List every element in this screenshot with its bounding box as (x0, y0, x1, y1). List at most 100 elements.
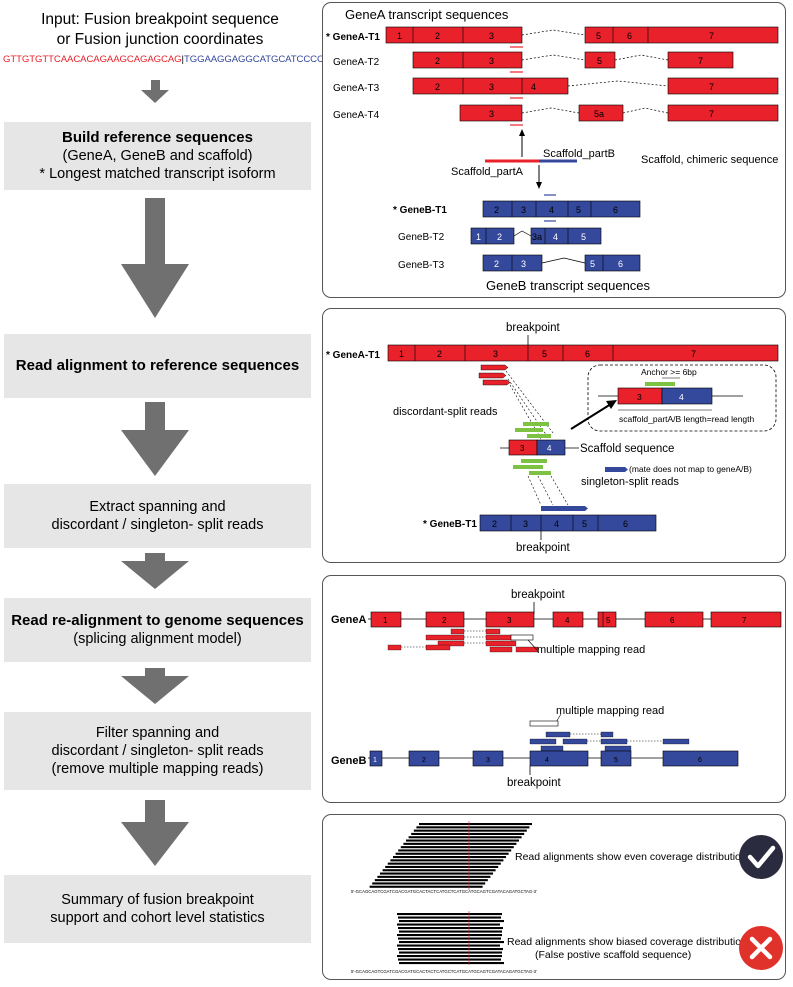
discordant-label: discordant-split reads (393, 406, 498, 418)
step-title: Read re-alignment to genome sequences (11, 612, 304, 629)
scaffold-part-b (536, 439, 566, 456)
pointer-arrow-icon (570, 403, 612, 430)
aligned-read (398, 937, 501, 940)
input-sequence: GTTGTGTTCAACACAGAAGCAGAGCAG|TGGAAGGAGGCA… (3, 54, 369, 65)
exon-number: 3 (521, 259, 526, 269)
exon-number: 5 (597, 56, 602, 66)
transcript-label: GeneA-T3 (333, 83, 380, 94)
even-coverage-reads (369, 823, 532, 888)
exon-number: 4 (553, 232, 558, 242)
step-line: Extract spanning and (89, 499, 226, 515)
step-build-reference: Build reference sequences (GeneA, GeneB … (4, 122, 311, 190)
read-segment (485, 628, 501, 635)
down-arrow-icon (121, 402, 189, 476)
exon-number: 3a (532, 232, 542, 242)
aligned-read (395, 852, 509, 855)
intron-line (622, 107, 669, 114)
exon-number: 1 (476, 232, 481, 242)
exon-number: 2 (442, 616, 447, 625)
exon-block (667, 104, 779, 122)
inset-part-b (661, 387, 713, 405)
pointer-line (527, 639, 538, 651)
even-coverage-label: Read alignments show even coverage distr… (515, 851, 747, 863)
panel-genome-realignment: breakpoint GeneA 1 2 3 4 5 6 7 (322, 575, 786, 803)
breakpoint-label: breakpoint (506, 322, 561, 334)
exon-block (482, 254, 543, 272)
biased-coverage-reads (397, 913, 504, 965)
step-line: (GeneA, GeneB and scaffold) (62, 148, 253, 164)
aligned-read (398, 948, 503, 951)
step-line: (splicing alignment model) (73, 631, 242, 647)
scaffold-description: Scaffold, chimeric sequence (641, 154, 778, 166)
panel-reference-sequences: GeneA transcript sequences * GeneA-T1 1 … (322, 2, 786, 298)
input-title-line1: Input: Fusion breakpoint sequence (41, 11, 279, 28)
spanning-read (515, 428, 543, 432)
gene-b-reads (529, 731, 690, 752)
exon-number: 4 (531, 82, 536, 92)
length-note: scaffold_partA/B length=read length (619, 414, 755, 424)
aligned-read (377, 875, 491, 878)
down-arrow-icon (141, 80, 169, 103)
exon-block (485, 611, 535, 628)
step-read-alignment: Read alignment to reference sequences (4, 334, 311, 398)
down-arrow-icon (121, 668, 189, 704)
read-segment (437, 640, 465, 647)
spanning-read (529, 471, 551, 475)
breakpoint-label: breakpoint (507, 777, 562, 789)
aligned-read (416, 826, 530, 829)
step-title: Read alignment to reference sequences (15, 357, 300, 374)
arrowhead (536, 182, 542, 189)
spanning-read (521, 459, 547, 463)
aligned-read (387, 862, 501, 865)
breakpoint-label: breakpoint (516, 542, 571, 554)
exon-number: 3 (523, 519, 528, 529)
aligned-read (399, 962, 504, 965)
exon-block (529, 750, 589, 767)
transcript-label: GeneA-T2 (333, 57, 380, 68)
sequence-text: 5'-GCAGCAGTCGATCGACGATGCACTACTCATGCTCATG… (351, 969, 537, 974)
aligned-read (398, 849, 512, 852)
read-segment (600, 738, 628, 745)
read-arrow (541, 506, 569, 511)
intron-line (521, 29, 586, 36)
scaffold-label: Scaffold sequence (580, 443, 674, 455)
flow-arrows (121, 80, 189, 866)
exon-number: 5 (596, 31, 601, 41)
anchor-read (645, 382, 675, 386)
aligned-read (400, 846, 514, 849)
exon-number: 6 (623, 519, 628, 529)
exon-block (370, 611, 402, 628)
aligned-read (398, 958, 501, 961)
exon-number: 1 (399, 349, 404, 359)
transcript-label: * GeneB-T1 (393, 205, 447, 216)
aligned-read (399, 920, 504, 923)
exon-number: 1 (397, 31, 402, 41)
aligned-read (397, 934, 502, 937)
exon-number: 4 (565, 616, 570, 625)
exon-number: 5 (581, 232, 586, 242)
read-segment (540, 745, 564, 752)
aligned-read (397, 955, 502, 958)
sequence-gene-b: TGGAAGGAGGCATGCATCCCCAGCTGAT (183, 54, 369, 65)
aligned-read (399, 951, 502, 954)
breakpoint-label: breakpoint (511, 589, 566, 601)
exon-number: 5 (614, 757, 618, 764)
read-segment (529, 738, 557, 745)
panel-title: GeneA transcript sequences (345, 7, 509, 22)
spanning-read (523, 422, 549, 426)
transcript-label: GeneB-T3 (398, 260, 445, 271)
read-segment (515, 646, 539, 653)
step-filter-reads: Filter spanning and discordant / singlet… (4, 712, 311, 790)
exon-number: 1 (373, 757, 377, 764)
link-line (527, 475, 542, 506)
multiple-mapping-label: multiple mapping read (556, 705, 664, 717)
panel-read-alignment: breakpoint * GeneA-T1 1 2 3 5 6 7 discor… (322, 308, 786, 563)
step-line: (remove multiple mapping reads) (51, 761, 264, 777)
exon-number: 4 (549, 205, 554, 215)
exon-number: 2 (435, 31, 440, 41)
exon-number: 5 (576, 205, 581, 215)
discordant-read-group (541, 506, 588, 511)
exon-block (479, 514, 657, 532)
exon-block (472, 750, 504, 767)
exon-number: 7 (709, 109, 714, 119)
